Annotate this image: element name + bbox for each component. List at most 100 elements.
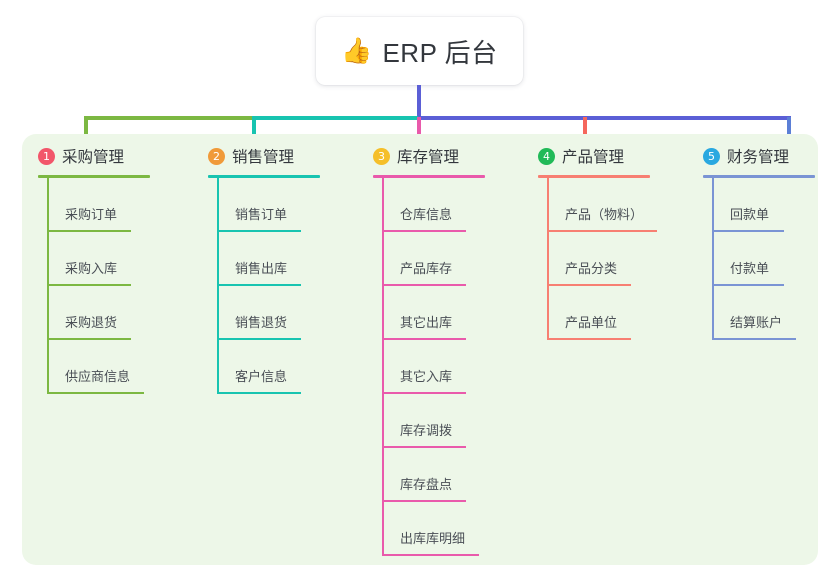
leaf-label: 库存盘点	[400, 477, 453, 492]
badge-3: 3	[373, 147, 390, 165]
leaf-label: 出库库明细	[400, 531, 466, 546]
module-column-finance: 5 财务管理 回款单 付款单 结算账户	[687, 134, 818, 565]
module-column-product: 4 产品管理 产品（物料） 产品分类 产品单位	[522, 134, 687, 565]
leaf-label: 产品（物料）	[565, 207, 644, 222]
leaf-rule	[217, 392, 301, 394]
badge-5: 5	[703, 147, 720, 165]
leaf-item[interactable]: 供应商信息	[47, 340, 187, 394]
leaf-label: 产品分类	[565, 261, 618, 276]
leaf-label: 客户信息	[235, 369, 288, 384]
leaf-rule	[712, 338, 796, 340]
leaf-rule	[547, 338, 631, 340]
leaf-label: 采购入库	[65, 261, 118, 276]
leaf-list-inventory: 仓库信息 产品库存 其它出库 其它入库 库存调拨	[382, 178, 522, 556]
column-header-sales[interactable]: 2 销售管理	[208, 143, 357, 169]
root-title: ERP 后台	[382, 37, 498, 68]
leaf-rule	[382, 392, 466, 394]
column-spine-product	[547, 178, 549, 340]
leaf-list-product: 产品（物料） 产品分类 产品单位	[547, 178, 687, 340]
leaf-label: 库存调拨	[400, 423, 453, 438]
leaf-label: 供应商信息	[65, 369, 131, 384]
leaf-label: 结算账户	[730, 315, 783, 330]
column-rule-inventory	[373, 175, 485, 178]
leaf-list-finance: 回款单 付款单 结算账户	[712, 178, 839, 340]
leaf-item[interactable]: 结算账户	[712, 286, 839, 340]
leaf-item[interactable]: 销售出库	[217, 232, 357, 286]
leaf-rule	[217, 284, 301, 286]
column-spine-sales	[217, 178, 219, 394]
module-column-purchase: 1 采购管理 采购订单 采购入库 采购退货 供应商信息	[22, 134, 192, 565]
leaf-rule	[712, 284, 784, 286]
leaf-item[interactable]: 客户信息	[217, 340, 357, 394]
leaf-rule	[547, 230, 657, 232]
column-header-purchase[interactable]: 1 采购管理	[38, 143, 192, 169]
leaf-label: 销售订单	[235, 207, 288, 222]
leaf-item[interactable]: 销售订单	[217, 178, 357, 232]
leaf-label: 其它入库	[400, 369, 453, 384]
leaf-item[interactable]: 其它出库	[382, 286, 522, 340]
badge-1: 1	[38, 147, 55, 165]
leaf-rule	[382, 338, 466, 340]
leaf-item[interactable]: 采购订单	[47, 178, 187, 232]
leaf-label: 仓库信息	[400, 207, 453, 222]
leaf-list-sales: 销售订单 销售出库 销售退货 客户信息	[217, 178, 357, 394]
column-spine-purchase	[47, 178, 49, 394]
leaf-item[interactable]: 付款单	[712, 232, 839, 286]
module-column-sales: 2 销售管理 销售订单 销售出库 销售退货 客户信息	[192, 134, 357, 565]
column-title-finance: 财务管理	[727, 149, 790, 166]
leaf-rule	[47, 284, 131, 286]
column-header-inventory[interactable]: 3 库存管理	[373, 143, 522, 169]
leaf-label: 产品单位	[565, 315, 618, 330]
column-title-product: 产品管理	[562, 149, 625, 166]
leaf-item[interactable]: 采购退货	[47, 286, 187, 340]
leaf-rule	[47, 392, 144, 394]
badge-4: 4	[538, 147, 555, 165]
leaf-label: 产品库存	[400, 261, 453, 276]
leaf-label: 销售出库	[235, 261, 288, 276]
leaf-list-purchase: 采购订单 采购入库 采购退货 供应商信息	[47, 178, 187, 394]
leaf-item[interactable]: 库存盘点	[382, 448, 522, 502]
leaf-item[interactable]: 销售退货	[217, 286, 357, 340]
leaf-label: 销售退货	[235, 315, 288, 330]
modules-panel	[22, 134, 818, 565]
module-column-inventory: 3 库存管理 仓库信息 产品库存 其它出库 其它入库	[357, 134, 522, 565]
leaf-item[interactable]: 产品（物料）	[547, 178, 687, 232]
badge-2: 2	[208, 147, 225, 165]
leaf-label: 付款单	[730, 261, 770, 276]
leaf-label: 其它出库	[400, 315, 453, 330]
column-rule-product	[538, 175, 650, 178]
leaf-item[interactable]: 产品分类	[547, 232, 687, 286]
module-columns: 1 采购管理 采购订单 采购入库 采购退货 供应商信息	[22, 134, 818, 565]
leaf-rule	[47, 338, 131, 340]
leaf-rule	[547, 284, 631, 286]
column-spine-finance	[712, 178, 714, 340]
leaf-item[interactable]: 产品单位	[547, 286, 687, 340]
leaf-rule	[712, 230, 784, 232]
leaf-rule	[217, 338, 301, 340]
leaf-label: 回款单	[730, 207, 770, 222]
leaf-rule	[217, 230, 301, 232]
column-title-sales: 销售管理	[232, 149, 295, 166]
column-header-finance[interactable]: 5 财务管理	[703, 143, 818, 169]
column-rule-finance	[703, 175, 815, 178]
leaf-item[interactable]: 仓库信息	[382, 178, 522, 232]
leaf-item[interactable]: 采购入库	[47, 232, 187, 286]
leaf-rule	[382, 446, 466, 448]
leaf-item[interactable]: 库存调拨	[382, 394, 522, 448]
leaf-item[interactable]: 产品库存	[382, 232, 522, 286]
leaf-label: 采购退货	[65, 315, 118, 330]
leaf-rule	[382, 554, 479, 556]
column-rule-purchase	[38, 175, 150, 178]
leaf-item[interactable]: 其它入库	[382, 340, 522, 394]
column-spine-inventory	[382, 178, 384, 556]
leaf-label: 采购订单	[65, 207, 118, 222]
leaf-item[interactable]: 回款单	[712, 178, 839, 232]
column-title-inventory: 库存管理	[397, 149, 460, 166]
column-rule-sales	[208, 175, 320, 178]
leaf-rule	[382, 230, 466, 232]
leaf-rule	[382, 284, 466, 286]
column-header-product[interactable]: 4 产品管理	[538, 143, 687, 169]
leaf-item[interactable]: 出库库明细	[382, 502, 522, 556]
root-node[interactable]: 👍 ERP 后台	[316, 17, 523, 85]
